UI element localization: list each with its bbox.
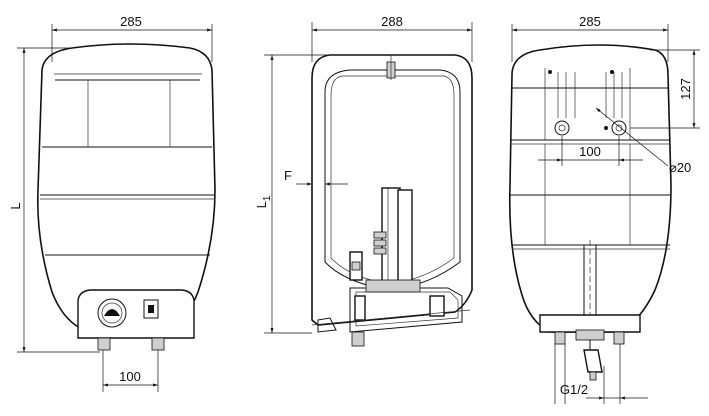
side-height-dimension: L1 [254, 195, 273, 208]
rear-hole-spacing-dimension: 100 [579, 144, 601, 159]
side-height-subscript: 1 [262, 195, 273, 201]
rear-width-dimension: 285 [579, 14, 601, 29]
front-body-outline [36, 43, 216, 329]
side-body-outline [311, 54, 473, 326]
thermostat-knob-icon [97, 298, 127, 328]
inlet-pipe [97, 337, 111, 351]
side-depth-dimension: F [284, 168, 292, 183]
rear-view: 285 127 100 ⌀20 G1/2 [508, 14, 700, 404]
outlet-pipe [151, 337, 165, 351]
side-pipe [351, 331, 365, 347]
front-height-dimension: L [8, 202, 23, 209]
side-width-dimension: 288 [381, 14, 403, 29]
power-switch-icon [143, 299, 159, 319]
mounting-hole-icon [611, 120, 627, 136]
control-panel [77, 289, 195, 339]
rear-pipe [554, 331, 566, 345]
front-view: 285 L 100 [8, 14, 216, 392]
mounting-hole-icon [554, 120, 570, 136]
side-view: 288 L1 F [254, 14, 473, 347]
front-pipe-spacing-dimension: 100 [119, 369, 141, 384]
rear-thread-dimension: G1/2 [560, 382, 588, 397]
rear-hole-diameter-dimension: ⌀20 [669, 160, 691, 175]
rear-top-offset-dimension: 127 [678, 78, 693, 100]
front-width-dimension: 285 [120, 14, 142, 29]
power-plug-icon [583, 349, 603, 373]
rear-pipe [613, 331, 625, 345]
flange-assembly [365, 279, 421, 293]
